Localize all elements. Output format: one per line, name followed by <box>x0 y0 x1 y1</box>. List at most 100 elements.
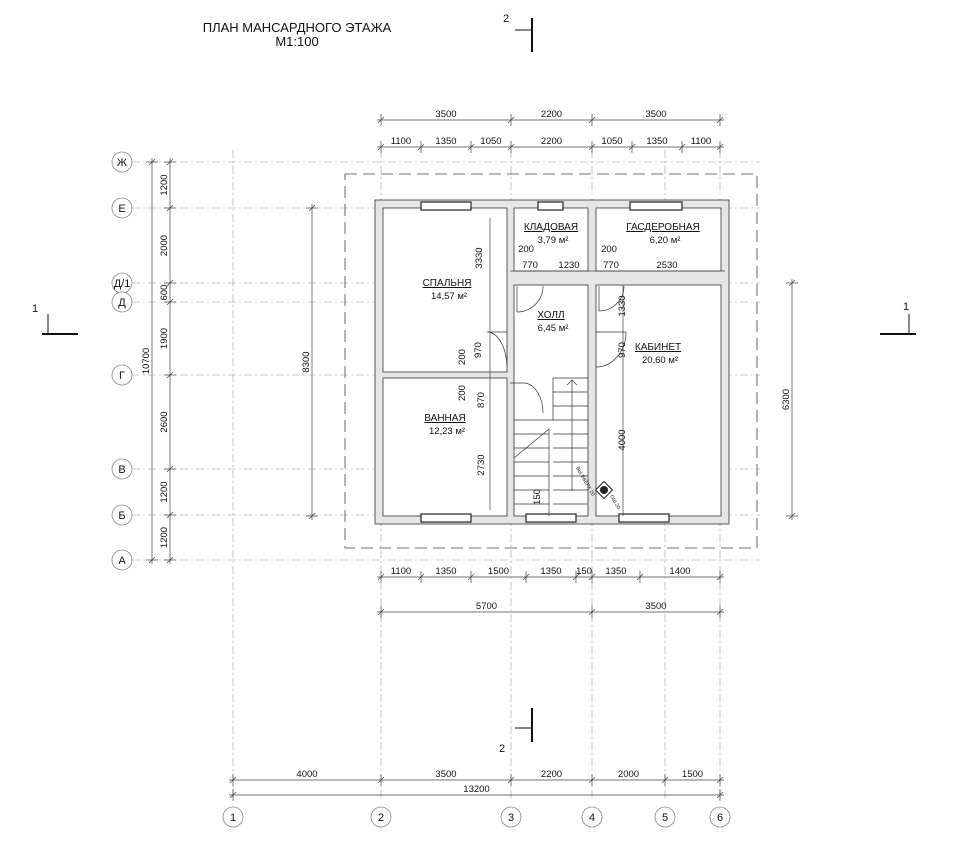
axis-letter: В <box>118 464 125 476</box>
dimension-bottom-detail: 1350 <box>435 566 456 577</box>
axis-bubble <box>654 806 676 828</box>
room-area: 20,60 м² <box>642 355 678 366</box>
dimension-top-detail: 1100 <box>691 136 711 147</box>
dimension-axes-spacing: 4000 <box>296 769 317 780</box>
axis-letter: Б <box>118 510 125 522</box>
axis-letter: Г <box>119 370 125 382</box>
dimension-axes-spacing: 1500 <box>682 769 703 780</box>
dimension-right-inner: 6300 <box>781 389 792 410</box>
dimension-left-inner: 8300 <box>301 351 312 372</box>
axis-bubble <box>709 806 731 828</box>
dimension-top-detail: 1050 <box>601 136 622 147</box>
plan-title: ПЛАН МАНСАРДНОГО ЭТАЖА <box>203 20 392 35</box>
dimension-top-detail: 2200 <box>541 136 562 147</box>
room-wardrobe-area <box>595 207 722 272</box>
dimension-left-detail: 1200 <box>159 174 170 195</box>
dimension-bottom-detail: 1500 <box>488 566 509 577</box>
dimension-axes-total: 13200 <box>463 784 489 795</box>
section-marker-bottom: 2 <box>499 708 533 755</box>
dimension-left-detail: 2600 <box>159 411 170 432</box>
dimension-interior: 1230 <box>558 260 579 271</box>
axis-number: 6 <box>717 812 723 824</box>
dimension-interior: 2730 <box>476 454 487 475</box>
room-area: 3,79 м² <box>538 235 569 246</box>
roof-outline <box>344 173 758 549</box>
axis-bubble <box>111 549 133 571</box>
room-name: ХОЛЛ <box>537 310 564 321</box>
dimension-left-detail: 1900 <box>159 328 170 349</box>
dimension-bottom-detail: 1100 <box>391 566 411 577</box>
axis-bubble <box>111 504 133 526</box>
dimension-bottom-detail: 1350 <box>605 566 626 577</box>
dimension-interior: 970 <box>473 342 484 358</box>
plan-scale: М1:100 <box>275 34 318 49</box>
room-area: 12,23 м² <box>429 426 465 437</box>
room-office-area <box>595 284 722 517</box>
axis-number: 1 <box>230 812 236 824</box>
axis-bubble <box>111 364 133 386</box>
axis-letter: Ж <box>117 157 127 169</box>
axis-number: 4 <box>589 812 595 824</box>
dimension-top-overall: 3500 <box>435 109 456 120</box>
section-marker-left: 1 <box>32 303 78 335</box>
room-name: КЛАДОВАЯ <box>524 222 578 233</box>
dimension-axes-spacing: 2200 <box>541 769 562 780</box>
dimension-interior: 770 <box>522 260 538 271</box>
axis-bubble <box>111 151 133 173</box>
room-name: ГАСДЕРОБНАЯ <box>626 222 700 233</box>
room-area: 6,20 м² <box>650 235 681 246</box>
svg-text:1: 1 <box>903 301 909 313</box>
dimension-interior: 870 <box>476 392 487 408</box>
section-marker-top: 2 <box>503 13 533 52</box>
building-walls: ОШ 20 ВЫ ВВЕРХ 20 <box>374 199 730 525</box>
dimension-bottom-detail: 1400 <box>669 566 690 577</box>
axis-number: 5 <box>662 812 668 824</box>
axis-bubble <box>500 806 522 828</box>
room-bedroom-area <box>382 207 508 373</box>
axis-number: 3 <box>508 812 514 824</box>
axis-bubble <box>111 458 133 480</box>
axis-bubble <box>370 806 392 828</box>
dimension-top-detail: 1050 <box>480 136 501 147</box>
dimension-left-total: 10700 <box>141 348 152 374</box>
room-area: 6,45 м² <box>538 323 569 334</box>
room-area: 14,57 м² <box>431 291 467 302</box>
room-name: ВАННАЯ <box>424 413 465 424</box>
dimension-interior: 200 <box>518 244 534 255</box>
axis-letter: Д <box>118 297 126 309</box>
room-storage-area <box>513 207 589 272</box>
dimension-interior: 200 <box>457 349 468 365</box>
room-name: СПАЛЬНЯ <box>423 278 472 289</box>
dimension-top-detail: 1100 <box>391 136 411 147</box>
staircase <box>514 391 588 505</box>
dimension-interior: 2530 <box>656 260 677 271</box>
dimension-bottom-detail: 1350 <box>540 566 561 577</box>
axis-letter: А <box>118 555 126 567</box>
svg-text:2: 2 <box>499 743 505 755</box>
dimension-interior: 4000 <box>617 429 628 450</box>
dimension-interior: 3330 <box>474 247 485 268</box>
dimension-interior: 150 <box>532 489 543 505</box>
room-name: КАБИНЕТ <box>635 342 681 353</box>
dimension-interior: 200 <box>601 244 617 255</box>
room-labels: СПАЛЬНЯ 14,57 м² ВАННАЯ 12,23 м² КЛАДОВАЯ 3,7… <box>423 222 700 437</box>
dimension-top-overall: 3500 <box>645 109 666 120</box>
axis-bubble <box>111 197 133 219</box>
room-hall-area <box>513 284 589 517</box>
dimension-top-detail: 1350 <box>646 136 667 147</box>
dimension-interior: 970 <box>617 342 628 358</box>
dimension-interior: 1330 <box>617 295 628 316</box>
axis-bubble <box>111 291 133 313</box>
dimension-axes-spacing: 3500 <box>435 769 456 780</box>
dimension-interior: 770 <box>603 260 619 271</box>
chimney-icon <box>594 480 614 500</box>
dimension-interior: 200 <box>457 385 468 401</box>
section-marker-right: 1 <box>880 301 916 335</box>
dimension-top-detail: 1350 <box>435 136 456 147</box>
dimension-bottom-overall: 3500 <box>645 601 666 612</box>
dimension-left-detail: 1200 <box>159 527 170 548</box>
room-bathroom-area <box>382 377 508 517</box>
